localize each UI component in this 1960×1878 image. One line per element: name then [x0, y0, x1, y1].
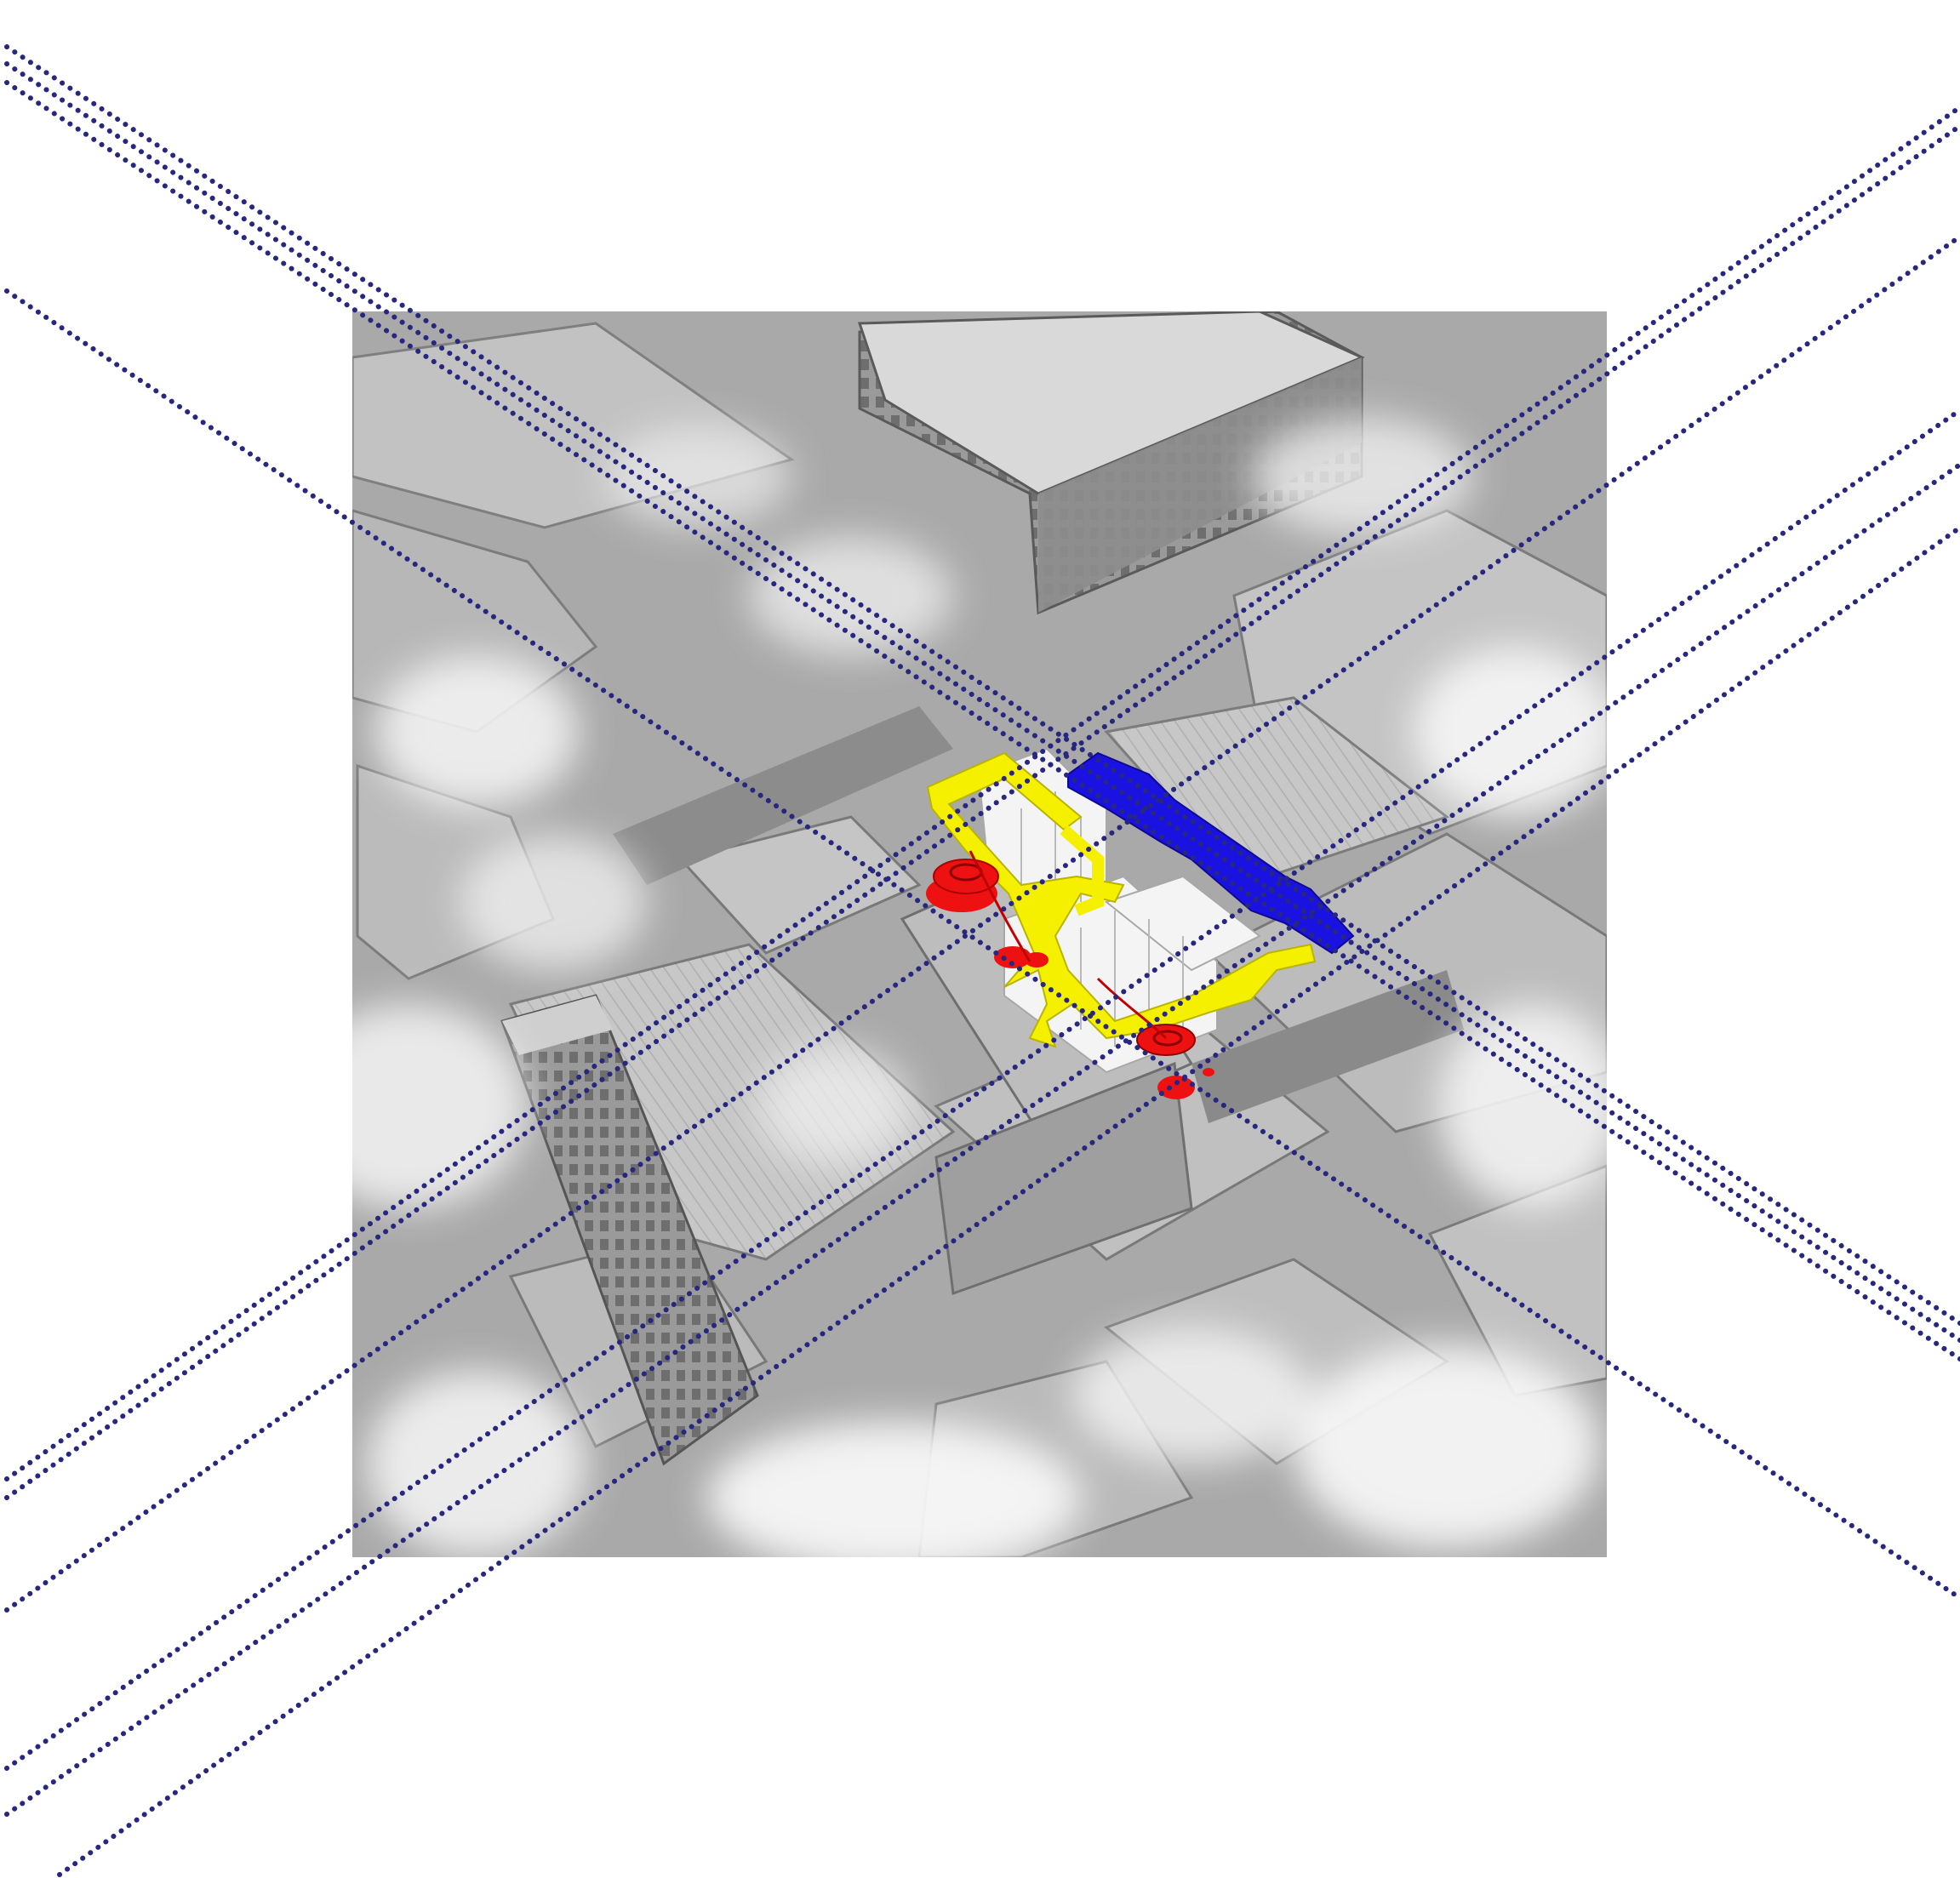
axis-line-swne-3	[4, 234, 1960, 1613]
axis-line-nwse-2	[4, 61, 1960, 1343]
red-discs	[926, 850, 1214, 1099]
axis-line-nwse-1	[4, 44, 1960, 1326]
axis-line-swne-6	[57, 525, 1960, 1877]
axis-line-swne-1	[4, 105, 1960, 1481]
axis-line-nwse-3	[4, 80, 1960, 1361]
tall-slab-building	[857, 311, 1365, 615]
axis-line-swne-4	[4, 408, 1960, 1771]
clouds	[352, 417, 1607, 1557]
axis-line-swne-2	[4, 123, 1960, 1500]
dotted-axis-lines	[4, 44, 1960, 1877]
yellow-walkway-edge	[1060, 825, 1104, 916]
left-tall-building	[500, 994, 759, 1466]
axis-line-swne-5	[4, 462, 1960, 1817]
yellow-walkway	[926, 751, 1317, 1048]
